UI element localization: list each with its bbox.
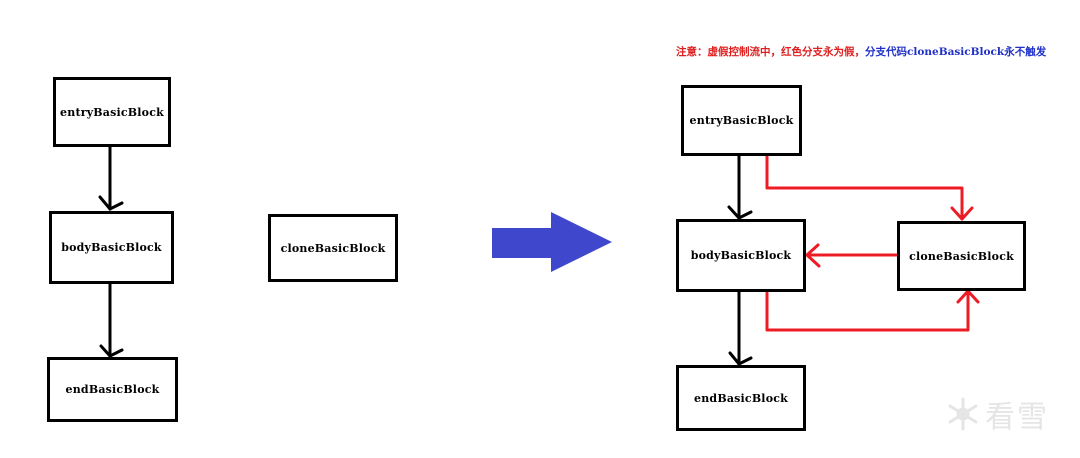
transform-arrow — [492, 212, 612, 272]
left-end-block: endBasicBlock — [47, 357, 178, 422]
left-entry-label: entryBasicBlock — [60, 105, 164, 119]
left-clone-block: cloneBasicBlock — [268, 214, 398, 282]
left-clone-label: cloneBasicBlock — [280, 241, 386, 255]
red-body-to-clone-arrowhead — [956, 289, 980, 304]
right-body-block: bodyBasicBlock — [676, 219, 806, 292]
red-entry-to-clone-arrowhead — [950, 206, 974, 221]
left-end-label: endBasicBlock — [65, 383, 160, 396]
snowflake-icon — [948, 397, 978, 431]
right-entry-label: entryBasicBlock — [689, 114, 794, 127]
right-end-label: endBasicBlock — [694, 391, 788, 405]
left-body-label: bodyBasicBlock — [61, 241, 162, 254]
left-body-to-end-arrowhead — [99, 344, 124, 358]
right-clone-label: cloneBasicBlock — [909, 249, 1014, 263]
red-entry-to-clone-edge — [765, 154, 964, 221]
right-body-label: bodyBasicBlock — [690, 249, 792, 262]
right-body-to-end-arrowhead — [728, 351, 753, 366]
watermark: 看雪 — [945, 392, 1049, 436]
left-body-block: bodyBasicBlock — [49, 211, 174, 284]
right-entry-block: entryBasicBlock — [681, 85, 802, 156]
red-body-to-clone-edge — [765, 289, 970, 332]
left-entry-to-body-arrowhead — [98, 195, 124, 211]
watermark-text: 看雪 — [985, 400, 1049, 435]
right-clone-block: cloneBasicBlock — [897, 221, 1026, 291]
red-clone-to-body-arrowhead — [805, 243, 821, 268]
note-blue-text: 分支代码cloneBasicBlock永不触发 — [865, 46, 1047, 58]
right-entry-to-body-arrowhead — [727, 205, 753, 220]
annotation-note: 注意：虚假控制流中，红色分支永为假，分支代码cloneBasicBlock永不触… — [676, 44, 1046, 59]
left-entry-block: entryBasicBlock — [53, 77, 171, 147]
note-red-text: 注意：虚假控制流中，红色分支永为假， — [676, 46, 865, 58]
right-end-block: endBasicBlock — [676, 365, 806, 431]
